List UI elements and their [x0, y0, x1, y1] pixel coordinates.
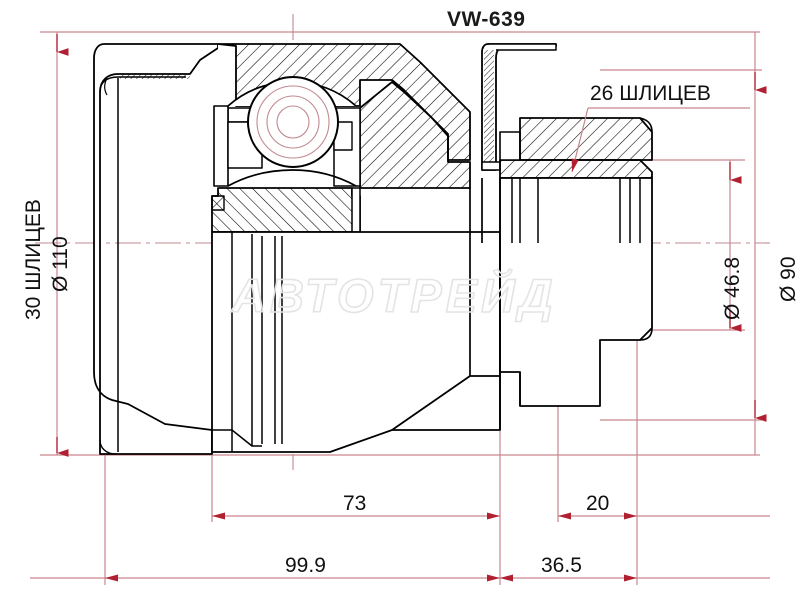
key-hatch-square: [211, 195, 225, 211]
cup-bottom-curve: [99, 439, 117, 455]
dimension-73: 73: [343, 492, 367, 515]
seal-ring-foot: [481, 161, 501, 171]
stub-section-hatch: [499, 159, 653, 179]
stub-flange-hatch: [519, 117, 653, 161]
housing-right-walls: [469, 178, 501, 430]
splines-leader-line: [571, 107, 750, 173]
stub-upper-block: [499, 131, 521, 161]
watermark: Автотрейд: [231, 268, 557, 323]
ball-outline: [247, 76, 339, 168]
housing-skirt-grooves: [231, 232, 283, 452]
inner-race-right-step: [351, 187, 361, 233]
horizontal-dimension-lines: [30, 512, 770, 582]
stub-round-corner: [639, 327, 653, 341]
outer-diameter-label: Ø 90: [777, 256, 800, 302]
left-splines-label: 30 ШЛИЦЕВ: [22, 199, 45, 320]
outer-cup-shell: [93, 43, 219, 455]
dimension-36-5: 36.5: [541, 554, 582, 577]
cup-lip: [99, 76, 186, 93]
right-splines-label: 26 ШЛИЦЕВ: [590, 82, 711, 105]
housing-section-hatch-wedge: [359, 81, 471, 189]
stub-grooves: [511, 178, 641, 243]
inner-diameter-label: Ø 46.8: [721, 256, 744, 320]
left-diameter-label: Ø 110: [49, 236, 72, 292]
seal-ring-hatch: [484, 50, 494, 168]
dimension-20: 20: [586, 492, 610, 515]
dimension-99-9: 99.9: [285, 554, 326, 577]
inner-race-hatch: [211, 187, 361, 233]
cage-left-inner: [213, 105, 229, 187]
cage-bottom-arc: [227, 169, 357, 187]
dimension-arrows: [56, 34, 767, 457]
page-title: VW-639: [447, 8, 526, 31]
housing-lower-body: [211, 231, 501, 453]
seal-ring-top-cap: [488, 43, 557, 51]
ball-concentric-rings: [256, 85, 330, 159]
cup-rim-hatch: [120, 74, 190, 79]
cup-lip-seam: [104, 77, 108, 96]
housing-skirt-bevel: [231, 429, 262, 447]
stub-round-corner-top: [639, 117, 653, 133]
cv-joint-body: [93, 43, 653, 455]
